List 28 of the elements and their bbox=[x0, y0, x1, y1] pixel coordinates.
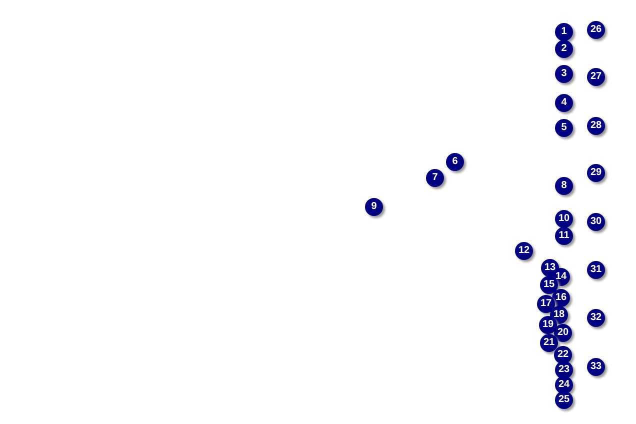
callout-number: 27 bbox=[587, 68, 605, 86]
callout-number: 2 bbox=[555, 40, 573, 58]
callout-number: 3 bbox=[555, 65, 573, 83]
callout-number: 8 bbox=[555, 177, 573, 195]
callout-number: 9 bbox=[365, 198, 383, 216]
callout-number: 26 bbox=[587, 21, 605, 39]
callout-number: 7 bbox=[426, 169, 444, 187]
callout-number: 25 bbox=[555, 391, 573, 409]
callout-number: 20 bbox=[554, 324, 572, 342]
callout-number: 22 bbox=[554, 346, 572, 364]
callout-number: 12 bbox=[515, 242, 533, 260]
callout-number: 29 bbox=[587, 164, 605, 182]
callout-number: 11 bbox=[555, 227, 573, 245]
callout-number: 24 bbox=[555, 376, 573, 394]
callout-number: 33 bbox=[587, 358, 605, 376]
callout-number: 30 bbox=[587, 213, 605, 231]
callout-number: 21 bbox=[540, 334, 558, 352]
callout-number: 10 bbox=[555, 210, 573, 228]
callout-number: 19 bbox=[539, 316, 557, 334]
callout-number: 4 bbox=[555, 94, 573, 112]
callout-number: 31 bbox=[587, 261, 605, 279]
callout-number: 1 bbox=[555, 23, 573, 41]
callout-number: 6 bbox=[446, 153, 464, 171]
callout-number: 23 bbox=[555, 361, 573, 379]
callout-number: 17 bbox=[537, 295, 555, 313]
callout-number: 28 bbox=[587, 117, 605, 135]
callout-number: 32 bbox=[587, 309, 605, 327]
callout-number: 5 bbox=[555, 119, 573, 137]
